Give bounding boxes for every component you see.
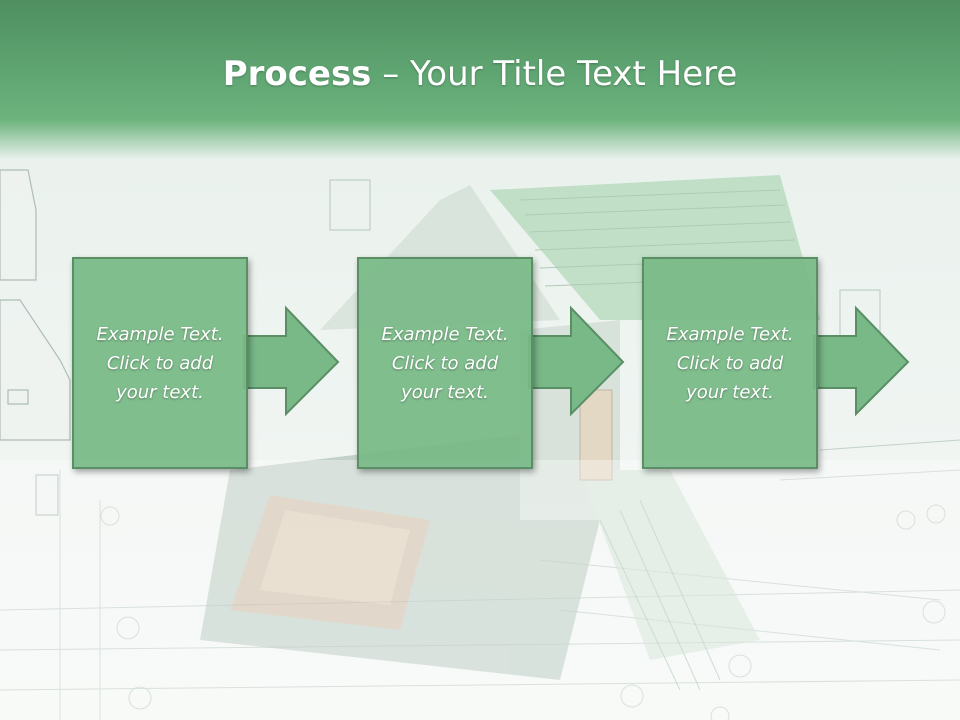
- title-strong: Process: [222, 54, 372, 94]
- slide-title[interactable]: Process – Your Title Text Here: [0, 52, 960, 96]
- process-box-3[interactable]: Example Text. Click to add your text.: [642, 257, 818, 469]
- process-box-1[interactable]: Example Text. Click to add your text.: [72, 257, 248, 469]
- process-step-2-text[interactable]: Example Text. Click to add your text.: [381, 323, 509, 403]
- process-step-1-text[interactable]: Example Text. Click to add your text.: [96, 323, 224, 403]
- process-box-2[interactable]: Example Text. Click to add your text.: [357, 257, 533, 469]
- title-band: [0, 0, 960, 160]
- title-rest: – Your Title Text Here: [371, 54, 738, 94]
- process-step-3-text[interactable]: Example Text. Click to add your text.: [666, 323, 794, 403]
